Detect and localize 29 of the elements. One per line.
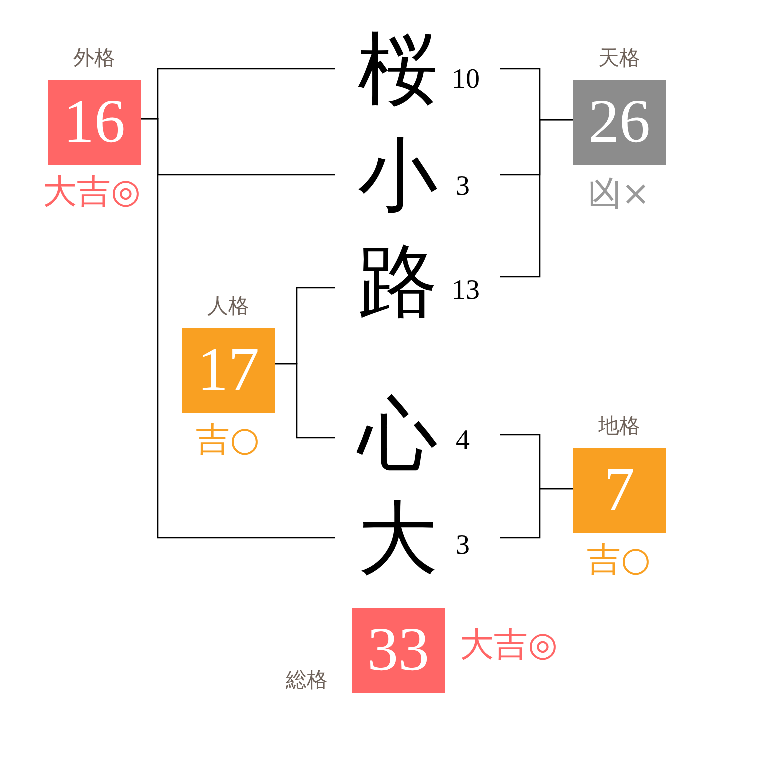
stroke-count: 4 — [456, 427, 470, 455]
category-label: 外格 — [74, 46, 116, 70]
score-box: 17 — [182, 328, 275, 413]
fortune-label: 凶× — [588, 176, 650, 212]
fortune-label: 大吉◎ — [43, 174, 141, 210]
name-character: 大 — [358, 500, 438, 580]
name-character: 小 — [358, 137, 438, 217]
stroke-count: 3 — [456, 532, 470, 560]
name-character: 桜 — [358, 31, 438, 111]
score-box: 26 — [573, 80, 666, 165]
connector-line — [500, 488, 573, 539]
name-character: 心 — [358, 396, 438, 476]
score-box: 7 — [573, 448, 666, 533]
connector-line — [141, 118, 335, 539]
fortune-label: 大吉◎ — [460, 627, 558, 663]
score-box: 16 — [48, 80, 141, 165]
category-label: 人格 — [208, 294, 250, 318]
score-box: 33 — [352, 608, 445, 693]
fortune-label: 吉○ — [587, 542, 651, 578]
connector-line — [500, 119, 573, 278]
category-label: 天格 — [598, 46, 640, 70]
fortune-label: 吉○ — [196, 422, 260, 458]
name-character: 路 — [358, 243, 438, 323]
category-label: 総格 — [286, 668, 328, 692]
connector-line — [275, 363, 335, 439]
stroke-count: 10 — [452, 66, 480, 94]
stroke-count: 3 — [456, 173, 470, 201]
stroke-count: 13 — [452, 277, 480, 305]
category-label: 地格 — [598, 414, 640, 438]
